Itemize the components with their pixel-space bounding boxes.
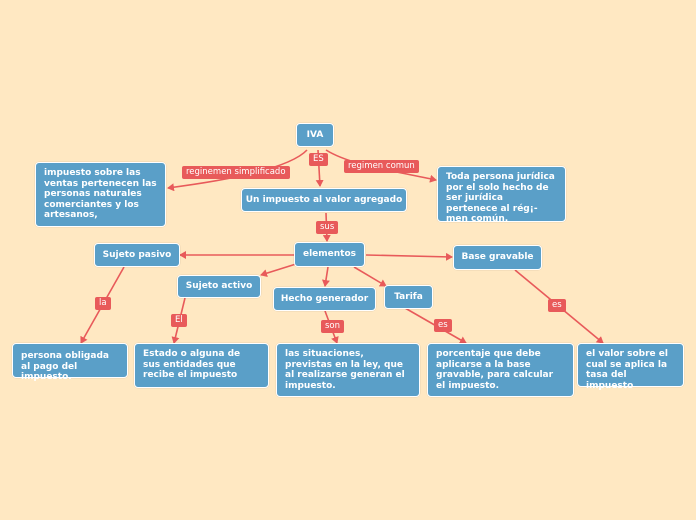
node-hecho-generador[interactable]: Hecho generador bbox=[273, 287, 376, 311]
node-base-gravable[interactable]: Base gravable bbox=[453, 245, 542, 270]
edge-label-regimen-simplificado: reginemen simplificado bbox=[182, 166, 290, 179]
node-impuesto-valor-agregado[interactable]: Un impuesto al valor agregado bbox=[241, 188, 407, 212]
edge-label-la: la bbox=[95, 297, 111, 310]
edge-elementos-base-gravable bbox=[365, 252, 453, 261]
node-sujeto-activo[interactable]: Sujeto activo bbox=[177, 275, 261, 298]
edge-label-es-base: es bbox=[548, 299, 566, 312]
edge-label-son: son bbox=[321, 320, 345, 333]
node-hecho-generador-desc[interactable]: las situaciones, previstas en la ley, qu… bbox=[276, 343, 420, 397]
node-tarifa[interactable]: Tarifa bbox=[384, 285, 433, 309]
node-sujeto-pasivo[interactable]: Sujeto pasivo bbox=[94, 243, 180, 267]
edge-elementos-sujeto-activo bbox=[260, 263, 297, 278]
edge-label-regimen-comun: regimen comun bbox=[344, 160, 419, 173]
node-tarifa-desc[interactable]: porcentaje que debe aplicarse a la base … bbox=[427, 343, 574, 397]
edge-label-sus: sus bbox=[316, 221, 339, 234]
node-iva[interactable]: IVA bbox=[296, 123, 334, 147]
node-regimen-simplificado-desc[interactable]: impuesto sobre las ventas pertenecen las… bbox=[35, 162, 166, 227]
node-regimen-comun-desc[interactable]: Toda persona jurídica por el solo hecho … bbox=[437, 166, 566, 224]
node-elementos[interactable]: elementos bbox=[294, 242, 365, 267]
edge-label-es-main: ES bbox=[309, 153, 328, 166]
edge-elementos-hecho-generador bbox=[321, 266, 330, 287]
node-sujeto-activo-desc[interactable]: Estado o alguna de sus entidades que rec… bbox=[134, 343, 269, 388]
node-sujeto-pasivo-desc[interactable]: persona obligada al pago del impuesto. bbox=[12, 343, 128, 382]
edge-label-el: El bbox=[171, 314, 187, 327]
edge-label-es-tarifa: es bbox=[434, 319, 452, 332]
edge-elementos-tarifa bbox=[353, 266, 387, 287]
node-base-gravable-desc[interactable]: el valor sobre el cual se aplica la tasa… bbox=[577, 343, 684, 391]
